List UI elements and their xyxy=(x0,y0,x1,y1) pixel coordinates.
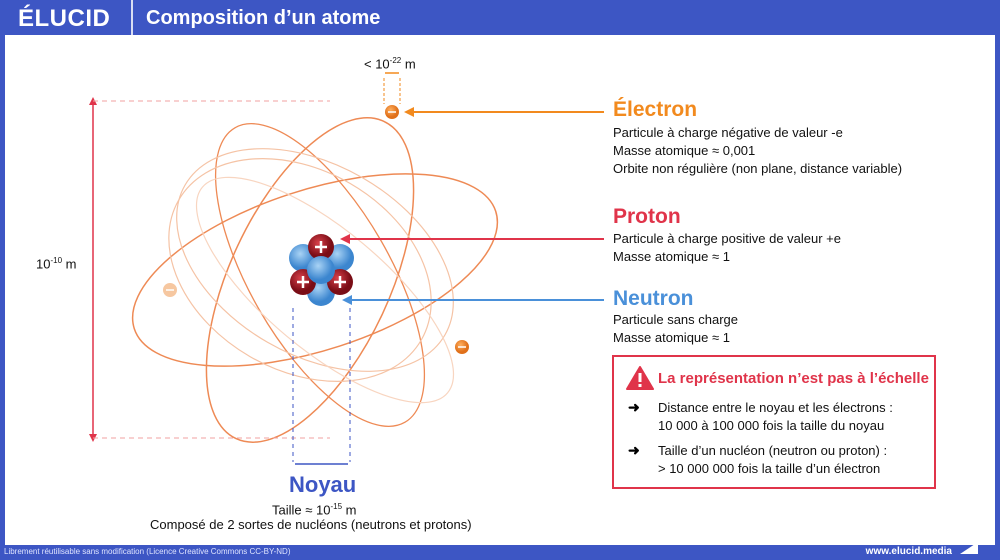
orbit xyxy=(195,176,455,404)
header: ÉLUCID Composition d’un atome xyxy=(0,0,1000,35)
orbit xyxy=(131,173,499,367)
logo: ÉLUCID xyxy=(18,5,111,32)
proton-desc: Particule à charge positive de valeur +e… xyxy=(613,231,841,264)
electron-desc: Particule à charge négative de valeur -e… xyxy=(613,125,903,176)
site-link[interactable]: www.elucid.media xyxy=(865,546,952,557)
scale-warning-box: La représentation n’est pas à l’échelle … xyxy=(612,355,936,489)
orbit xyxy=(176,148,454,372)
warning-item: Distance entre le noyau et les électrons… xyxy=(658,400,893,433)
arrow-icon: ➜ xyxy=(628,399,640,415)
nucleus-title: Noyau xyxy=(289,472,357,497)
nucleus xyxy=(289,234,354,306)
neutron-title: Neutron xyxy=(613,287,694,310)
proton-title: Proton xyxy=(613,205,681,228)
nucleus-size: Taille ≈ 10-15 m xyxy=(272,502,357,518)
warning-title: La représentation n’est pas à l’échelle xyxy=(658,370,929,387)
electrons xyxy=(163,105,469,354)
arrow-icon: ➜ xyxy=(628,442,640,458)
license-text: Librement réutilisable sans modification… xyxy=(4,547,291,556)
orbits xyxy=(131,117,499,443)
divider xyxy=(131,0,133,35)
atom-size-label: 10-10 m xyxy=(36,256,77,272)
nucleus-desc: Composé de 2 sortes de nucléons (neutron… xyxy=(150,517,472,532)
page-title: Composition d’un atome xyxy=(146,7,381,29)
orbit xyxy=(205,117,415,443)
neutron xyxy=(307,256,335,284)
electron-size-label: < 10-22 m xyxy=(364,56,416,72)
logo-flag-icon xyxy=(960,542,978,554)
warning-item: Taille d’un nucléon (neutron ou proton) … xyxy=(658,443,888,476)
orbit xyxy=(168,158,432,382)
warning-icon xyxy=(626,366,654,390)
electron-title: Électron xyxy=(613,98,698,121)
